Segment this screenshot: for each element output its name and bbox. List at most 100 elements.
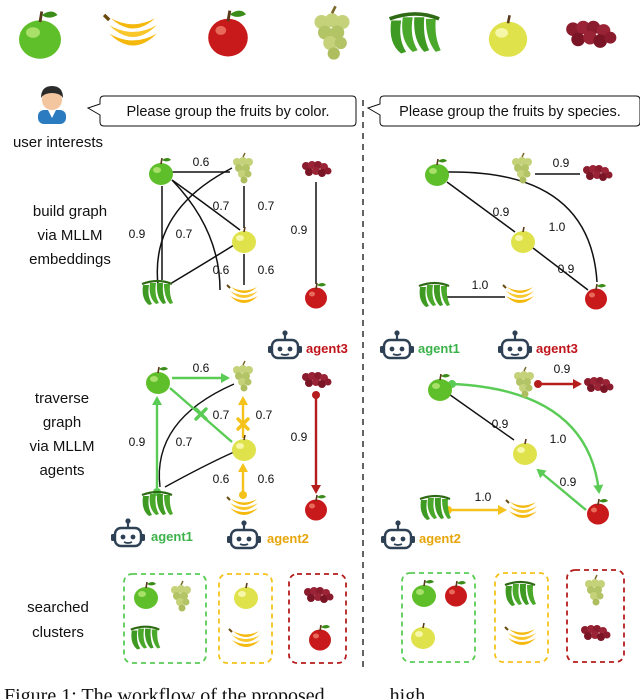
row-label-line: traverse [35,390,89,407]
white-grapes-icon [584,574,606,607]
red-apple-icon [304,282,328,310]
right-build-graph [446,171,598,298]
yellow-apple-icon [231,434,257,462]
left-clusters [123,573,347,664]
top-fruit-row [17,4,617,61]
agent-label: agent1 [151,529,193,544]
left-agent3: agent3 [266,329,348,360]
agent1-path [536,468,587,511]
yellow-apple-icon [410,622,436,650]
right-build-weights: 0.9 0.9 1.0 0.9 1.0 [472,156,575,292]
agent-label: agent2 [419,531,461,546]
edge-weight: 0.7 [256,408,273,422]
yellow-apple-icon [512,438,538,466]
green-banana-icon [417,281,452,309]
row-label-line: via MLLM [29,438,94,455]
row-label-line: clusters [32,624,84,641]
edge-weight: 0.6 [258,472,275,486]
agent2-start-dot [239,491,247,499]
red-apple-icon [584,283,608,311]
green-banana-icon [140,279,175,307]
green-apple-icon [133,581,159,610]
red-grapes-icon [302,372,332,388]
red-grapes-icon [584,377,614,393]
edge-weight: 0.9 [560,475,577,489]
reject-x-green-icon [194,407,208,421]
edge-weight: 1.0 [549,220,566,234]
robot-icon [109,517,147,548]
edge [446,181,516,233]
yellow-apple-icon [487,13,529,59]
green-apple-icon [17,10,63,61]
green-apple-icon [148,157,174,186]
edge [164,451,235,488]
agent-label: agent2 [267,531,309,546]
agent1-path [451,382,604,494]
cluster-box-yellow [494,572,549,663]
agent-label: agent3 [306,341,348,356]
edge-weight: 0.9 [129,435,146,449]
edge [171,179,221,291]
red-grapes-icon [581,625,611,641]
edge-weight: 0.9 [493,205,510,219]
edge-weight: 0.6 [213,472,230,486]
agent3-start-dot [534,380,542,388]
green-apple-icon [424,158,450,187]
green-banana-icon [387,12,443,56]
banana-icon [102,13,159,48]
white-grapes-icon [513,366,535,399]
agent3-start-dot [312,391,320,399]
red-apple-icon [304,494,328,522]
right-agent2: agent2 [379,519,461,550]
edge-weight: 1.0 [475,490,492,504]
robot-icon [496,329,534,360]
red-grapes-icon [304,587,334,603]
edge-weight: 0.9 [554,362,571,376]
right-clusters [401,569,625,663]
green-apple-icon [145,366,171,395]
edge-weight: 0.6 [193,361,210,375]
user-avatar-icon [38,86,66,124]
edge-weight: 0.7 [176,227,193,241]
red-apple-icon [308,624,332,652]
agent-label: agent3 [536,341,578,356]
edge [158,383,235,488]
edge-weight: 0.9 [291,430,308,444]
cluster-box-yellow [218,573,273,664]
red-apple-icon [206,9,250,58]
edge-weight: 0.9 [558,262,575,276]
edge [445,391,515,441]
row-label-build-graph: build graph via MLLM embeddings [29,203,111,268]
edge [532,247,589,291]
banana-icon [502,284,535,304]
row-label-line: searched [27,599,89,616]
agent-label: agent1 [418,341,460,356]
row-label-traverse: traverse graph via MLLM agents [29,390,94,479]
request-bubble-right: Please group the fruits by species. [366,95,640,127]
left-build-graph [156,167,317,291]
right-traverse-weights: 0.9 0.9 1.0 0.9 1.0 [475,362,577,504]
edge [169,244,235,285]
red-grapes-icon [566,20,617,48]
reject-x-yellow-icon [236,417,250,431]
edge-weight: 0.9 [553,156,570,170]
edge [156,167,233,286]
row-label-line: build graph [33,203,107,220]
white-grapes-icon [170,580,192,613]
cluster-box-red [566,569,625,663]
user-interests-label: user interests [13,134,103,151]
edge-weight: 1.0 [550,432,567,446]
banana-icon [504,626,537,646]
green-banana-icon [140,490,175,518]
row-label-line: via MLLM [37,227,102,244]
request-bubble-left: Please group the fruits by color. [86,95,357,127]
edge-weight: 0.7 [213,199,230,213]
left-traverse-edges [152,373,321,494]
left-build-weights: 0.6 0.7 0.7 0.9 0.7 0.6 0.6 0.9 [129,155,308,277]
left-traverse-weights: 0.6 0.7 0.7 0.9 0.7 0.6 0.6 0.9 [129,361,308,486]
banana-icon [226,496,259,516]
green-apple-icon [427,373,453,402]
row-label-line: embeddings [29,251,111,268]
edge-weight: 1.0 [472,278,489,292]
